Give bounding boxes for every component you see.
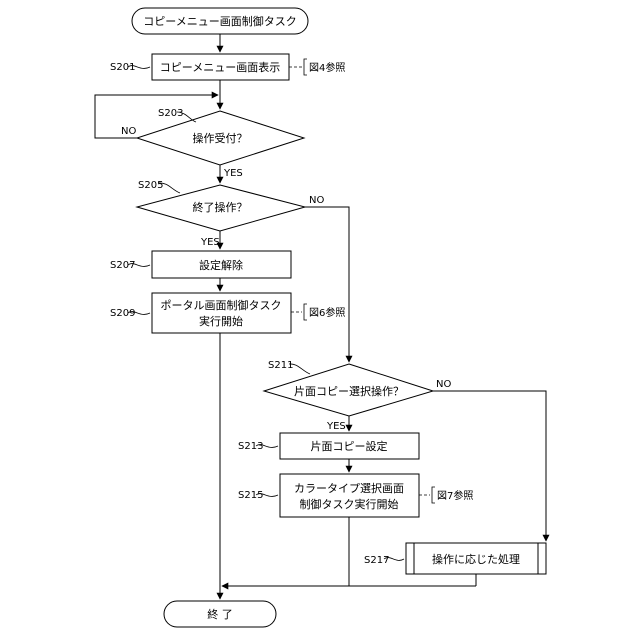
s203-step-id: S203 [158,108,183,119]
s211-no-label: NO [436,379,451,390]
s217-label: 操作に応じた処理 [432,552,520,566]
s209-ref-bracket [304,304,307,320]
step-s215: カラータイプ選択画面 制御タスク実行開始 S215 図7参照 [238,474,473,517]
s201-ref: 図4参照 [309,61,345,74]
s201-label: コピーメニュー画面表示 [160,60,281,74]
s201-step-id: S201 [110,62,135,73]
step-s207: 設定解除 S207 [110,251,291,278]
s203-label: 操作受付？ [193,131,248,145]
s209-ref: 図6参照 [309,306,345,319]
end-terminal: 終 了 [164,601,276,627]
s211-label: 片面コピー選択操作？ [294,384,404,398]
edge-s205-no [305,207,349,362]
s213-label: 片面コピー設定 [311,439,388,453]
s201-ref-bracket [304,59,307,75]
s207-step-id: S207 [110,260,135,271]
s215-label-line1: カラータイプ選択画面 [294,481,404,495]
s207-label: 設定解除 [199,258,243,272]
s205-no-label: NO [309,195,324,206]
s205-label: 終了操作？ [193,200,248,214]
edge-s211-no [433,391,546,541]
step-s201: コピーメニュー画面表示 S201 図4参照 [110,54,345,80]
s215-step-id: S215 [238,490,263,501]
s215-ref-bracket [432,487,435,503]
decision-s205: 終了操作？ S205 NO YES [137,180,324,248]
s209-label-line2: 実行開始 [199,314,243,328]
s211-yes-label: YES [326,421,346,432]
s203-yes-label: YES [223,168,243,179]
s215-ref: 図7参照 [437,489,473,502]
step-s213: 片面コピー設定 S213 [238,433,419,459]
step-s217: 操作に応じた処理 S217 [364,543,546,574]
s217-step-id: S217 [364,555,389,566]
start-terminal: コピーメニュー画面制御タスク [132,8,308,34]
s211-step-id: S211 [268,360,293,371]
start-label: コピーメニュー画面制御タスク [143,14,297,28]
decision-s211: 片面コピー選択操作？ S211 NO YES [264,360,451,432]
s205-yes-label: YES [200,237,220,248]
s213-step-id: S213 [238,441,263,452]
decision-s203: 操作受付？ S203 NO YES [121,108,304,179]
s209-step-id: S209 [110,308,135,319]
s205-step-id: S205 [138,180,163,191]
step-s209: ポータル画面制御タスク 実行開始 S209 図6参照 [110,293,345,333]
s215-label-line2: 制御タスク実行開始 [300,497,399,511]
end-label: 終 了 [207,607,233,621]
s203-no-label: NO [121,126,136,137]
s209-label-line1: ポータル画面制御タスク [161,298,282,312]
